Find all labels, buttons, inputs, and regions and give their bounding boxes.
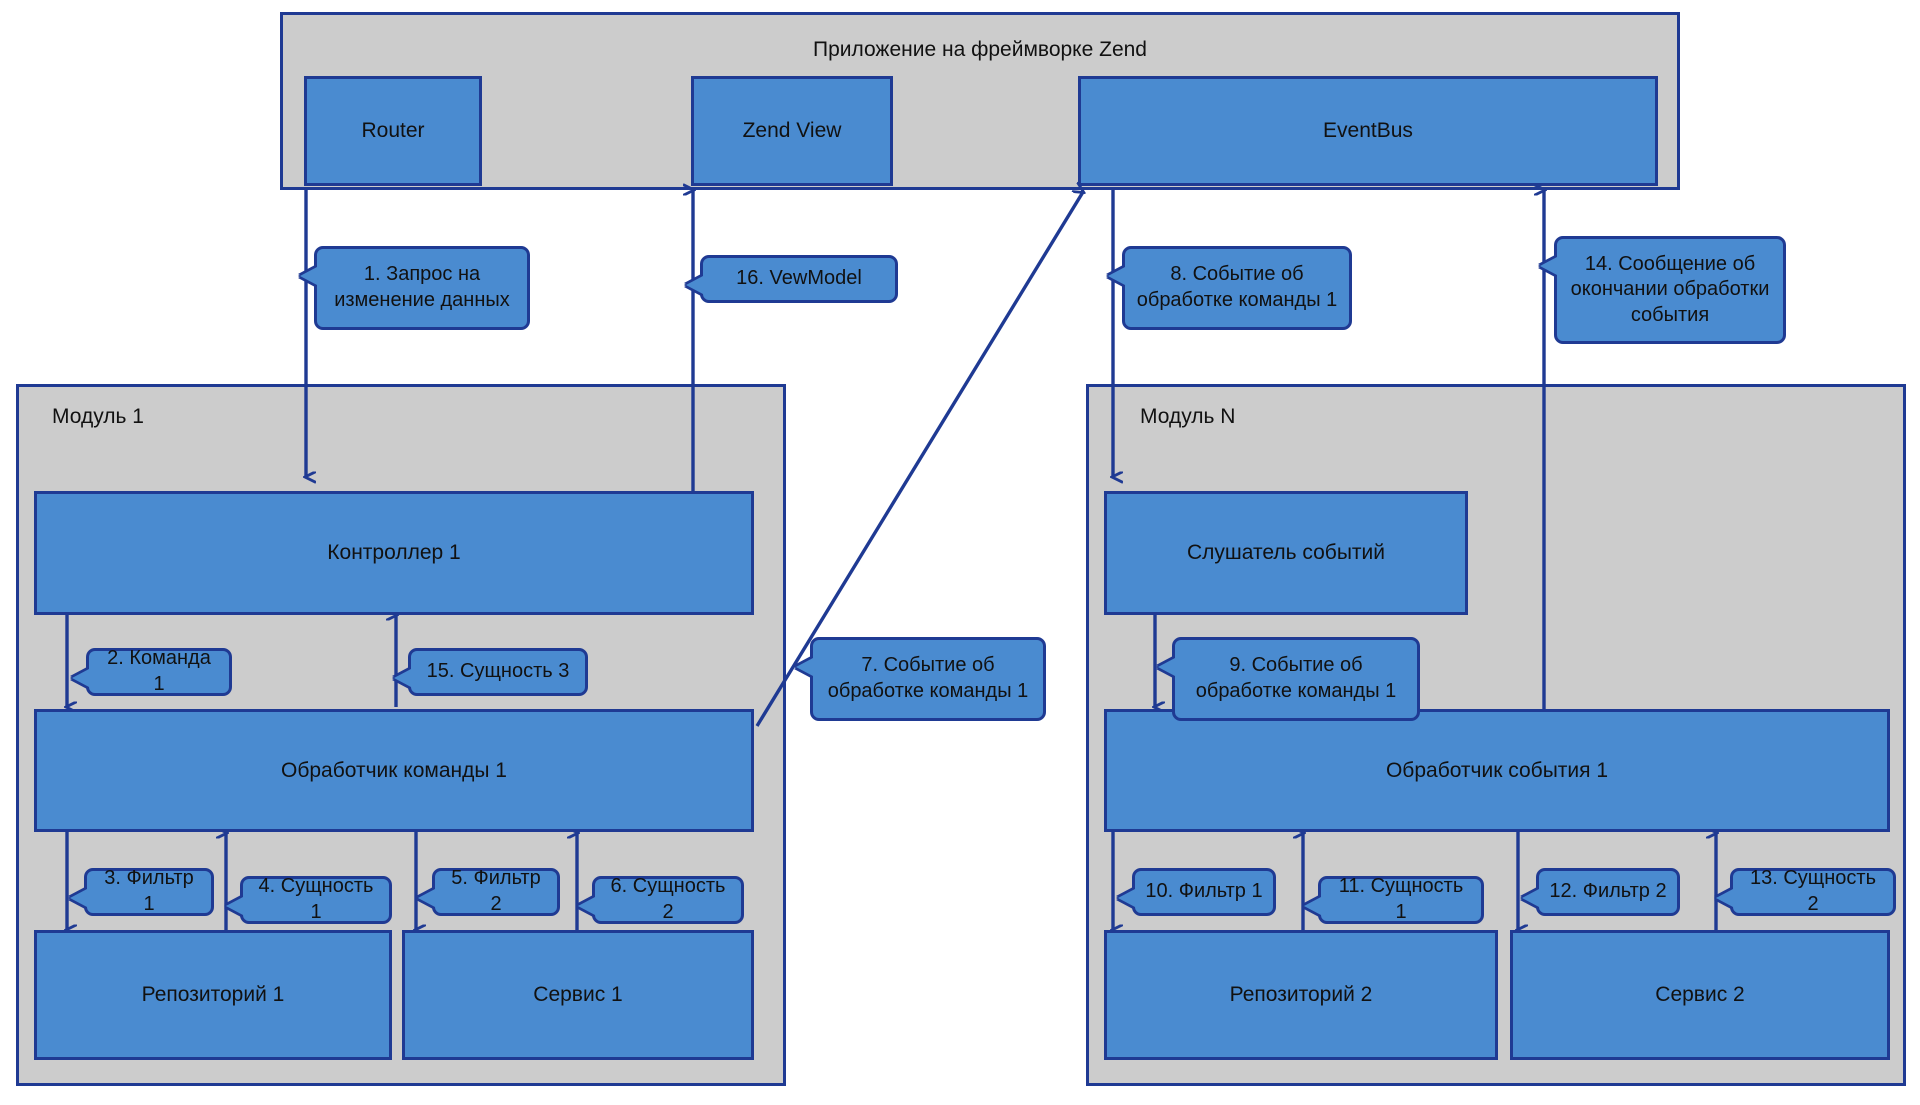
- callout-7[interactable]: 7. Событие об обработке команды 1: [796, 637, 1046, 721]
- callout-tail-icon: [1108, 267, 1125, 285]
- callout-2-label: 2. Команда 1: [107, 647, 211, 695]
- callout-6[interactable]: 6. Сущность 2: [578, 875, 744, 924]
- node-router[interactable]: Router: [304, 76, 482, 186]
- callout-9[interactable]: 9. Событие об обработке команды 1: [1158, 637, 1420, 721]
- module-left-label: Модуль 1: [52, 405, 144, 428]
- node-event-bus[interactable]: EventBus: [1078, 76, 1658, 186]
- node-service-2-label: Сервис 2: [1655, 983, 1745, 1006]
- node-zend-view-label: Zend View: [742, 119, 842, 142]
- node-controller-1-label: Контроллер 1: [327, 541, 461, 564]
- callout-tail-icon: [1118, 889, 1135, 907]
- callout-11[interactable]: 11. Сущность 1: [1304, 875, 1484, 924]
- module-right-label: Модуль N: [1140, 405, 1236, 428]
- callout-tail-icon: [394, 669, 411, 687]
- callout-tail-icon: [1540, 257, 1557, 275]
- callout-tail-icon: [226, 897, 243, 915]
- callout-12-label: 12. Фильтр 2: [1549, 880, 1667, 903]
- callout-8[interactable]: 8. Событие об обработке команды 1: [1108, 246, 1352, 330]
- node-event-handler-1[interactable]: Обработчик события 1: [1104, 709, 1890, 832]
- callout-tail-icon: [72, 669, 89, 687]
- callout-tail-icon: [1716, 889, 1733, 907]
- callout-tail-icon: [1522, 889, 1539, 907]
- callout-1[interactable]: 1. Запрос на изменение данных: [300, 246, 530, 330]
- callout-tail-icon: [300, 267, 317, 285]
- callout-2[interactable]: 2. Команда 1: [72, 647, 232, 696]
- callout-6-label: 6. Сущность 2: [610, 875, 726, 923]
- callout-12[interactable]: 12. Фильтр 2: [1522, 868, 1680, 916]
- callout-1-label: 1. Запрос на изменение данных: [334, 263, 510, 311]
- node-service-2[interactable]: Сервис 2: [1510, 930, 1890, 1060]
- node-command-handler-1[interactable]: Обработчик команды 1: [34, 709, 754, 832]
- node-controller-1[interactable]: Контроллер 1: [34, 491, 754, 615]
- callout-5[interactable]: 5. Фильтр 2: [418, 867, 560, 916]
- callout-13-label: 13. Сущность 2: [1749, 867, 1876, 915]
- callout-8-label: 8. Событие об обработке команды 1: [1136, 263, 1338, 311]
- node-service-1[interactable]: Сервис 1: [402, 930, 754, 1060]
- callout-7-label: 7. Событие об обработке команды 1: [827, 654, 1029, 702]
- callout-14-label: 14. Сообщение об окончании обработки соб…: [1570, 252, 1770, 326]
- callout-15[interactable]: 15. Сущность 3: [394, 648, 588, 696]
- callout-tail-icon: [70, 889, 87, 907]
- node-event-listener-label: Слушатель событий: [1187, 541, 1385, 564]
- callout-tail-icon: [1304, 897, 1321, 915]
- node-service-1-label: Сервис 1: [533, 983, 623, 1006]
- callout-10-label: 10. Фильтр 1: [1145, 880, 1263, 903]
- callout-tail-icon: [578, 897, 595, 915]
- node-event-handler-1-label: Обработчик события 1: [1385, 758, 1609, 782]
- node-repository-2[interactable]: Репозиторий 2: [1104, 930, 1498, 1060]
- callout-3-label: 3. Фильтр 1: [104, 867, 194, 915]
- callout-9-label: 9. Событие об обработке команды 1: [1195, 654, 1397, 702]
- callout-3[interactable]: 3. Фильтр 1: [70, 867, 214, 916]
- callout-4[interactable]: 4. Сущность 1: [226, 875, 392, 924]
- node-event-bus-label: EventBus: [1323, 119, 1413, 142]
- callout-tail-icon: [686, 276, 703, 294]
- callout-16-label: 16. VewModel: [736, 267, 862, 290]
- callout-13[interactable]: 13. Сущность 2: [1716, 867, 1896, 916]
- callout-16[interactable]: 16. VewModel: [686, 255, 898, 303]
- callout-tail-icon: [418, 889, 435, 907]
- callout-tail-icon: [1158, 658, 1175, 676]
- callout-4-label: 4. Сущность 1: [258, 875, 374, 923]
- node-repository-1[interactable]: Репозиторий 1: [34, 930, 392, 1060]
- callout-11-label: 11. Сущность 1: [1338, 875, 1464, 923]
- node-repository-2-label: Репозиторий 2: [1229, 983, 1373, 1006]
- node-command-handler-1-label: Обработчик команды 1: [281, 758, 507, 782]
- callout-5-label: 5. Фильтр 2: [451, 867, 541, 915]
- app-container-title: Приложение на фреймворке Zend: [812, 38, 1147, 61]
- node-event-listener[interactable]: Слушатель событий: [1104, 491, 1468, 615]
- node-zend-view[interactable]: Zend View: [691, 76, 893, 186]
- node-router-label: Router: [361, 119, 425, 142]
- node-repository-1-label: Репозиторий 1: [141, 983, 285, 1006]
- callout-14[interactable]: 14. Сообщение об окончании обработки соб…: [1540, 236, 1786, 344]
- callout-tail-icon: [796, 658, 813, 676]
- callout-10[interactable]: 10. Фильтр 1: [1118, 868, 1276, 916]
- callout-15-label: 15. Сущность 3: [426, 660, 570, 683]
